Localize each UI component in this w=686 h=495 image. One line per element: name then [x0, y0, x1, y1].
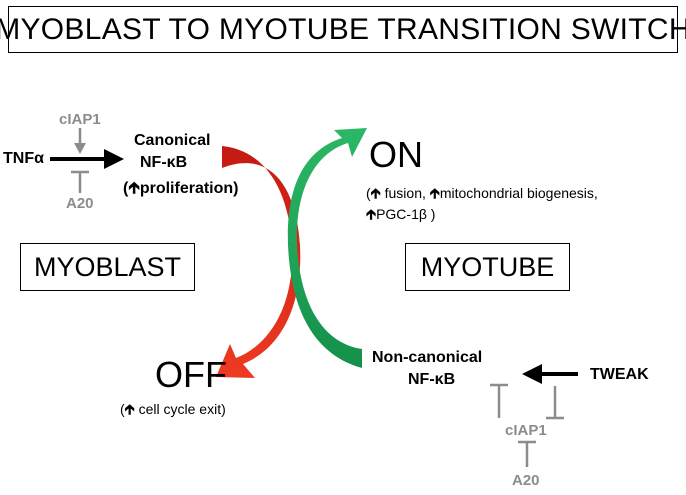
- up-arrow-icon: 🡱: [429, 185, 440, 201]
- tnfa-arrow: [50, 149, 124, 169]
- up-arrow-icon: 🡱: [124, 401, 135, 417]
- myotube-label: MYOTUBE: [420, 251, 555, 282]
- title-text: MYOBLAST TO MYOTUBE TRANSITION SWITCH: [0, 12, 686, 46]
- tweak-arrow: [522, 364, 578, 384]
- a20-inhibition-bar-bottom: [518, 440, 536, 467]
- green-curved-arrow: [287, 128, 367, 368]
- noncanonical-nfkb-label: NF-κB: [408, 371, 456, 388]
- a20-label-bottom: A20: [512, 472, 540, 489]
- ciap1-down-arrow: [74, 128, 86, 154]
- up-arrow-icon: 🡱: [128, 180, 140, 197]
- a20-inhibition-bar: [71, 170, 89, 193]
- ciap1-inhibition-bar-left: [490, 383, 508, 418]
- a20-label-top: A20: [66, 195, 94, 212]
- off-note: (🡱 cell cycle exit): [120, 401, 226, 417]
- ciap1-label-bottom: cIAP1: [505, 422, 547, 439]
- tnfa-label: TNFα: [3, 150, 44, 167]
- diagram-title: MYOBLAST TO MYOTUBE TRANSITION SWITCH: [0, 6, 686, 53]
- canonical-nfkb-label: NF-κB: [140, 154, 188, 171]
- noncanonical-label: Non-canonical: [372, 349, 483, 366]
- tweak-label: TWEAK: [590, 366, 649, 383]
- on-note-line2: 🡱PGC-1β ): [366, 206, 436, 222]
- up-arrow-icon: 🡱: [370, 185, 381, 201]
- red-curved-arrow: [216, 146, 301, 378]
- up-arrow-icon: 🡱: [366, 206, 377, 222]
- ciap1-label-top: cIAP1: [59, 111, 101, 128]
- myoblast-label: MYOBLAST: [33, 251, 182, 282]
- off-label: OFF: [155, 354, 227, 395]
- canonical-label: Canonical: [134, 132, 211, 149]
- myotube-box: MYOTUBE: [405, 243, 570, 291]
- ciap1-inhibition-bar-right: [546, 386, 564, 420]
- myoblast-box: MYOBLAST: [20, 243, 195, 291]
- on-note-line1: (🡱 fusion, 🡱mitochondrial biogenesis,: [366, 185, 598, 201]
- canonical-note: (🡱proliferation): [123, 180, 239, 197]
- on-label: ON: [369, 134, 423, 175]
